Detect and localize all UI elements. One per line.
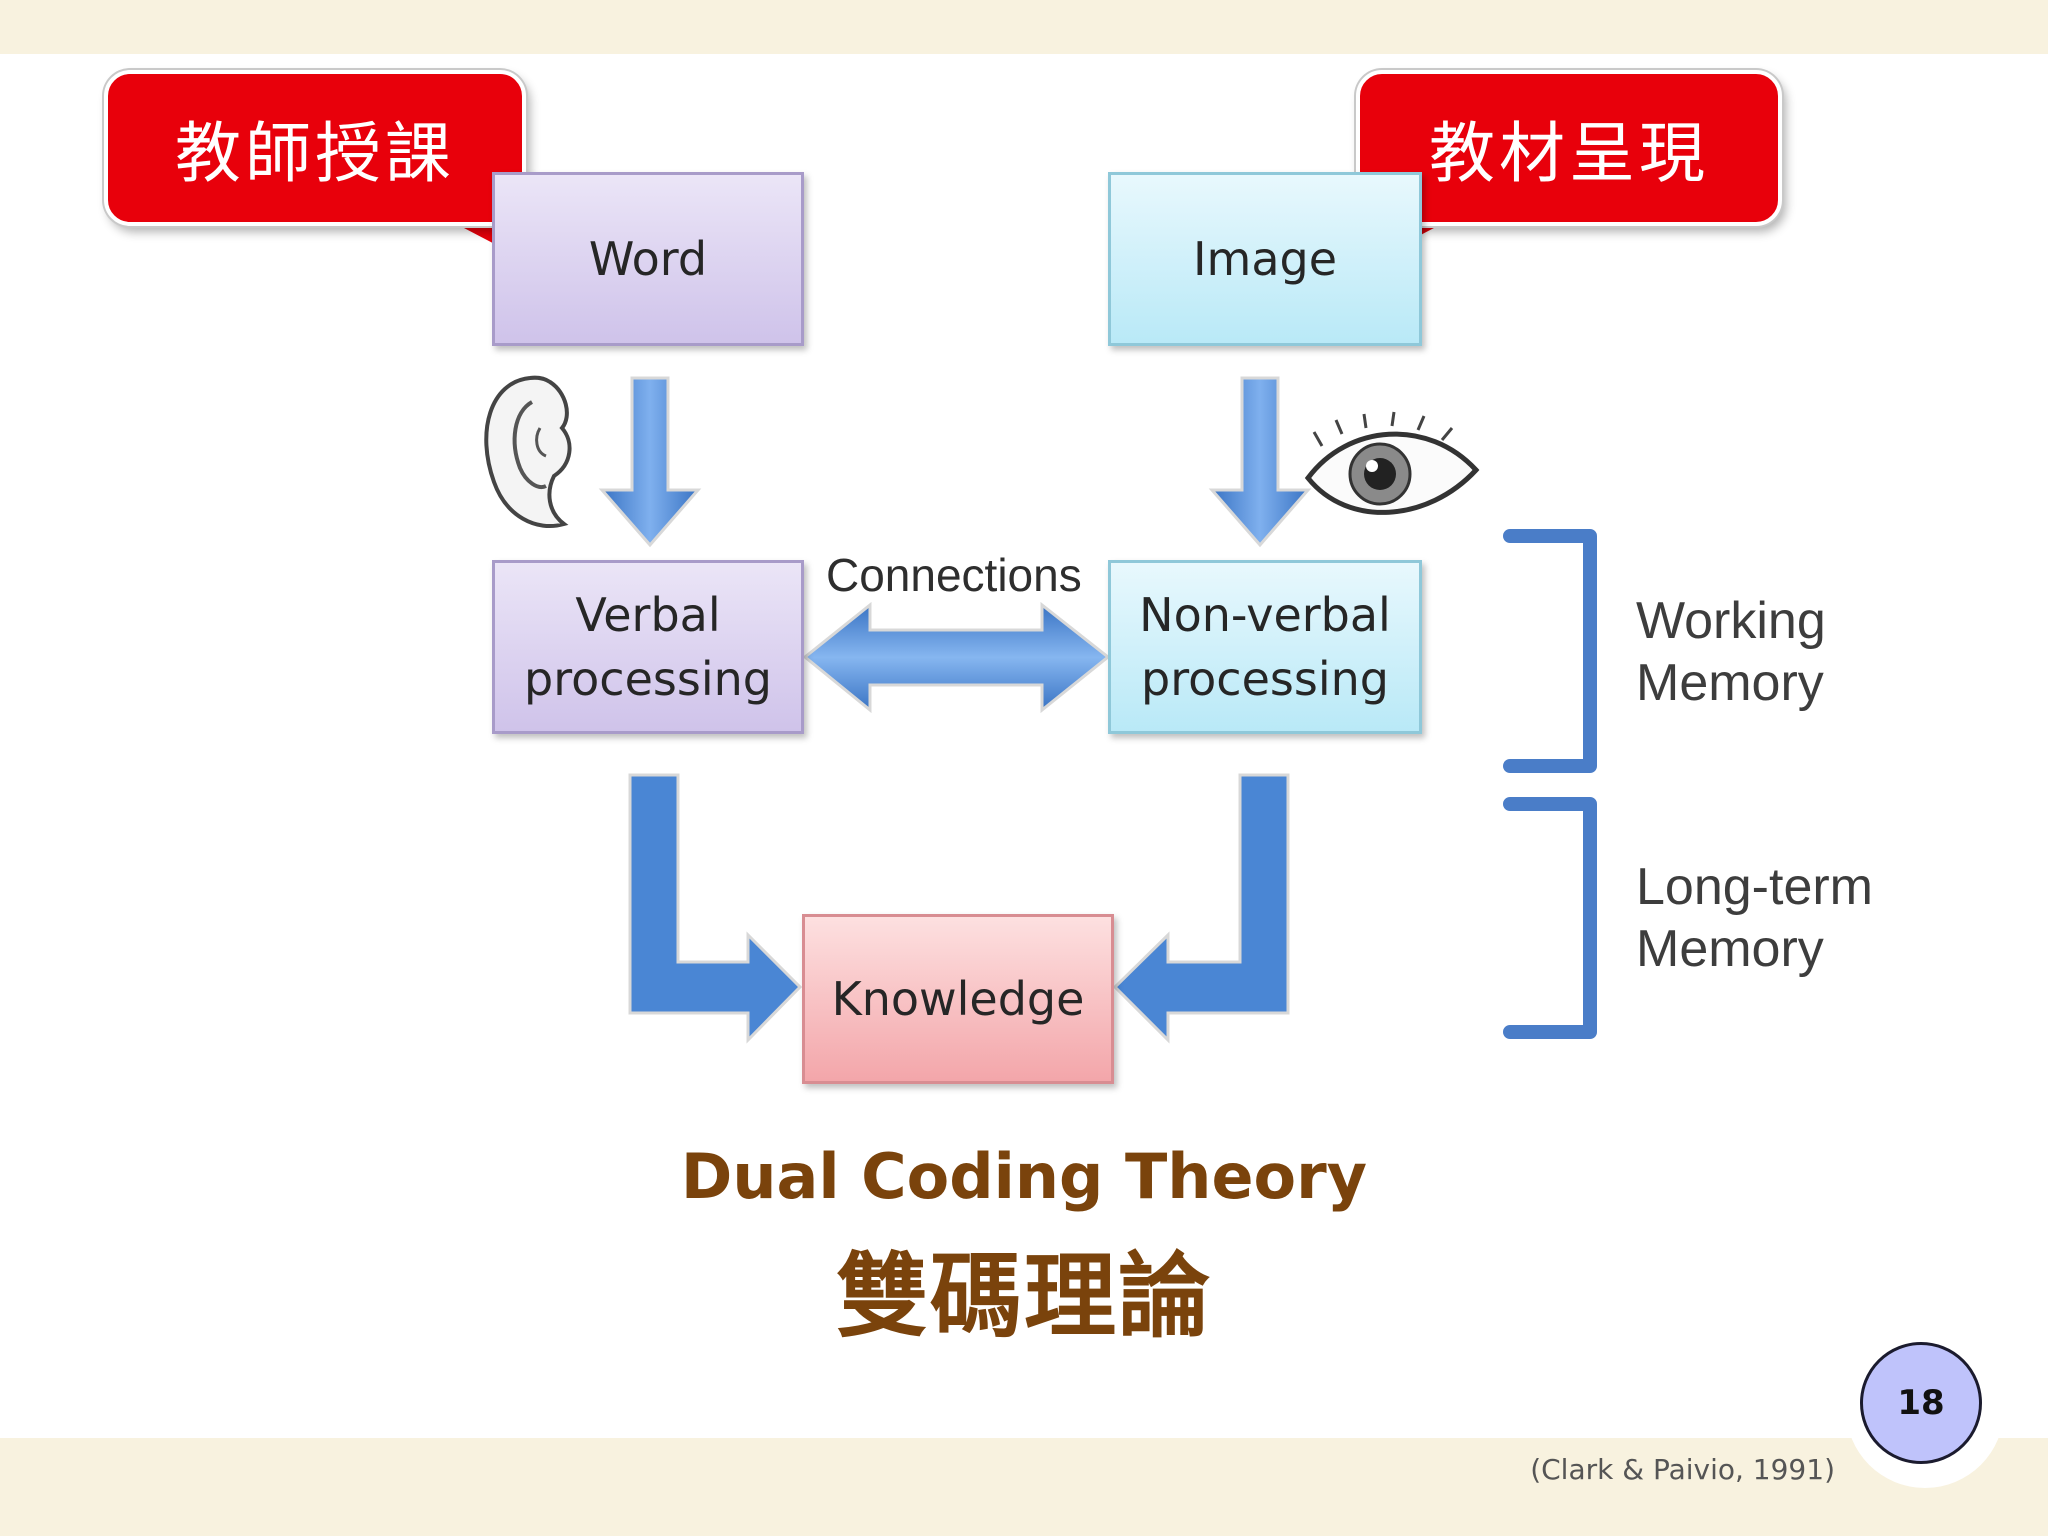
callout-material-presentation: 教材呈現: [1356, 70, 1782, 226]
connections-label: Connections: [826, 549, 1082, 601]
longterm-memory-bracket: [1503, 797, 1597, 1039]
callout-teacher-lecture-text: 教師授課: [175, 115, 455, 192]
arrow-image-to-nonverbal: [1208, 376, 1312, 548]
working-memory-bracket: [1503, 529, 1597, 773]
working-memory-line1: Working: [1636, 592, 1826, 650]
knowledge-box-label: Knowledge: [831, 972, 1085, 1026]
page-number-badge: 18: [1860, 1342, 1982, 1464]
word-box-label: Word: [588, 232, 708, 286]
arrow-verbal-to-knowledge: [628, 773, 803, 1044]
verbal-processing-line2: processing: [524, 652, 772, 706]
arrow-word-to-verbal: [598, 376, 702, 548]
nonverbal-processing-line2: processing: [1141, 652, 1389, 706]
image-box-label: Image: [1192, 232, 1338, 286]
working-memory-label: Working Memory: [1636, 590, 1826, 714]
bottom-band: [0, 1438, 2048, 1536]
verbal-processing-box: Verbal processing: [492, 560, 804, 734]
working-memory-line2: Memory: [1636, 654, 1824, 712]
top-band: [0, 0, 2048, 54]
image-box: Image: [1108, 172, 1422, 346]
ear-icon: [484, 375, 572, 528]
callout-teacher-lecture: 教師授課: [104, 70, 526, 226]
arrow-nonverbal-to-knowledge: [1112, 773, 1290, 1044]
page-number: 18: [1897, 1383, 1945, 1423]
slide-title-english: Dual Coding Theory: [680, 1140, 1368, 1213]
connections-double-arrow: [802, 601, 1111, 714]
longterm-memory-label: Long-term Memory: [1636, 856, 1873, 980]
callout-material-presentation-text: 教材呈現: [1429, 115, 1709, 192]
citation: (Clark & Paivio, 1991): [1530, 1453, 1835, 1486]
word-box: Word: [492, 172, 804, 346]
eye-icon: [1304, 411, 1480, 515]
nonverbal-processing-line1: Non-verbal: [1139, 588, 1391, 642]
longterm-memory-line2: Memory: [1636, 920, 1824, 978]
verbal-processing-line1: Verbal: [575, 588, 721, 642]
longterm-memory-line1: Long-term: [1636, 858, 1873, 916]
nonverbal-processing-box: Non-verbal processing: [1108, 560, 1422, 734]
knowledge-box: Knowledge: [802, 914, 1114, 1084]
slide-title-chinese: 雙碼理論: [835, 1243, 1212, 1350]
